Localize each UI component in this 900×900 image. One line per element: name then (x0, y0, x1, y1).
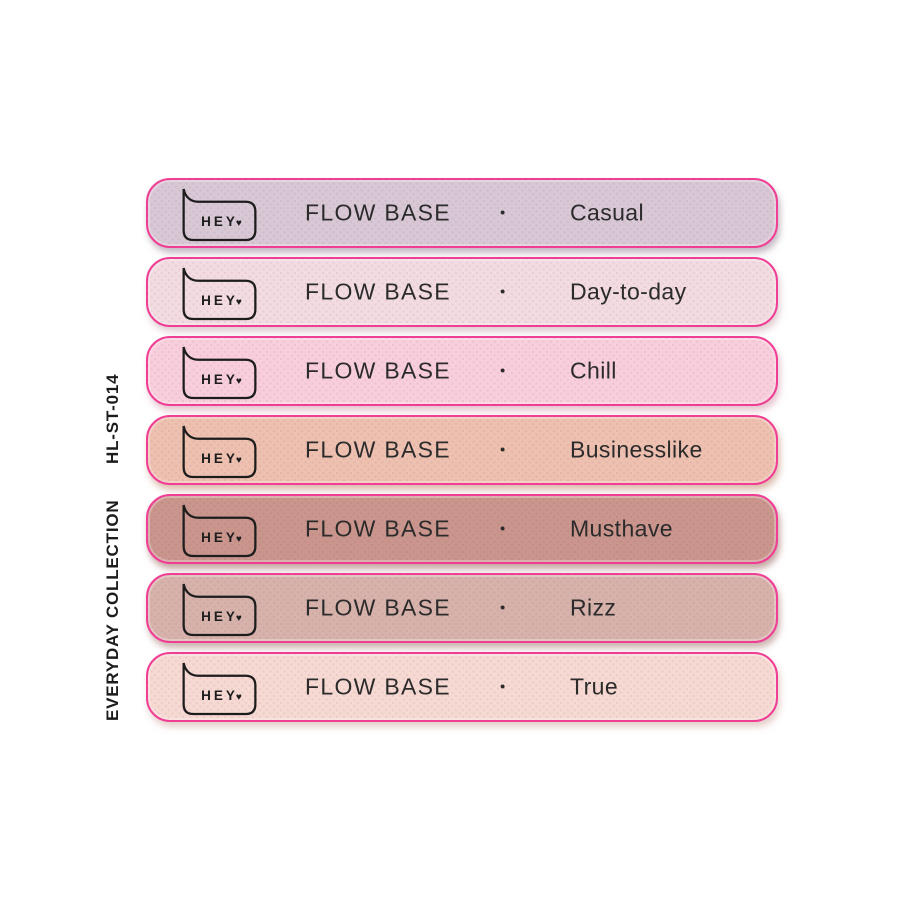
shade-name-label: Casual (570, 199, 644, 226)
heart-icon: ♥ (235, 218, 242, 229)
logo-word: HEY (201, 688, 238, 703)
logo-text: HEY♥ (183, 294, 260, 308)
dot-separator-icon: • (500, 599, 506, 617)
heart-icon: ♥ (235, 692, 242, 703)
logo-word: HEY (201, 609, 238, 624)
heart-icon: ♥ (235, 613, 242, 624)
shade-row: HEY♥ FLOW BASE • Rizz (146, 573, 778, 643)
speech-bubble-icon (182, 425, 257, 479)
logo-word: HEY (201, 451, 238, 466)
product-line-label: FLOW BASE (305, 357, 451, 384)
logo-text: HEY♥ (183, 689, 260, 703)
heart-icon: ♥ (235, 297, 242, 308)
shade-row: HEY♥ FLOW BASE • Businesslike (146, 415, 778, 485)
product-line-label: FLOW BASE (305, 278, 451, 305)
shade-name-label: Rizz (570, 594, 617, 621)
logo-text: HEY♥ (183, 610, 260, 624)
shade-row-list: HEY♥ FLOW BASE • Casual HEY♥ FLOW BASE •… (146, 178, 778, 722)
dot-separator-icon: • (500, 678, 506, 696)
shade-name-label: Businesslike (570, 436, 703, 463)
hey-logo: HEY♥ (179, 345, 260, 401)
logo-word: HEY (201, 372, 238, 387)
product-line-label: FLOW BASE (305, 436, 451, 463)
logo-text: HEY♥ (183, 373, 260, 387)
dot-separator-icon: • (500, 520, 506, 538)
dot-separator-icon: • (500, 283, 506, 301)
dot-separator-icon: • (500, 441, 506, 459)
speech-bubble-icon (182, 188, 257, 242)
dot-separator-icon: • (500, 362, 506, 380)
product-line-label: FLOW BASE (305, 673, 451, 700)
heart-icon: ♥ (235, 376, 242, 387)
shade-row: HEY♥ FLOW BASE • Day-to-day (146, 257, 778, 327)
logo-word: HEY (201, 214, 238, 229)
hey-logo: HEY♥ (179, 661, 260, 717)
product-line-label: FLOW BASE (305, 594, 451, 621)
speech-bubble-icon (182, 662, 257, 716)
speech-bubble-icon (182, 346, 257, 400)
hey-logo: HEY♥ (179, 582, 260, 638)
collection-label: EVERYDAY COLLECTION (103, 499, 122, 721)
hey-logo: HEY♥ (179, 503, 260, 559)
speech-bubble-icon (182, 504, 257, 558)
shade-name-label: Day-to-day (570, 278, 687, 305)
product-line-label: FLOW BASE (305, 515, 451, 542)
shade-name-label: Musthave (570, 515, 673, 542)
shade-row: HEY♥ FLOW BASE • Musthave (146, 494, 778, 564)
logo-text: HEY♥ (183, 531, 260, 545)
logo-text: HEY♥ (183, 452, 260, 466)
speech-bubble-icon (182, 583, 257, 637)
shade-name-label: True (570, 673, 619, 700)
shade-row: HEY♥ FLOW BASE • Chill (146, 336, 778, 406)
logo-word: HEY (201, 293, 238, 308)
product-line-label: FLOW BASE (305, 199, 451, 226)
shade-row: HEY♥ FLOW BASE • Casual (146, 178, 778, 248)
hey-logo: HEY♥ (179, 187, 260, 243)
hey-logo: HEY♥ (179, 266, 260, 322)
product-code-label: HL-ST-014 (103, 373, 122, 464)
shade-row: HEY♥ FLOW BASE • True (146, 652, 778, 722)
heart-icon: ♥ (235, 534, 242, 545)
dot-separator-icon: • (500, 204, 506, 222)
logo-word: HEY (201, 530, 238, 545)
logo-text: HEY♥ (183, 215, 260, 229)
shade-name-label: Chill (570, 357, 617, 384)
heart-icon: ♥ (235, 455, 242, 466)
hey-logo: HEY♥ (179, 424, 260, 480)
speech-bubble-icon (182, 267, 257, 321)
